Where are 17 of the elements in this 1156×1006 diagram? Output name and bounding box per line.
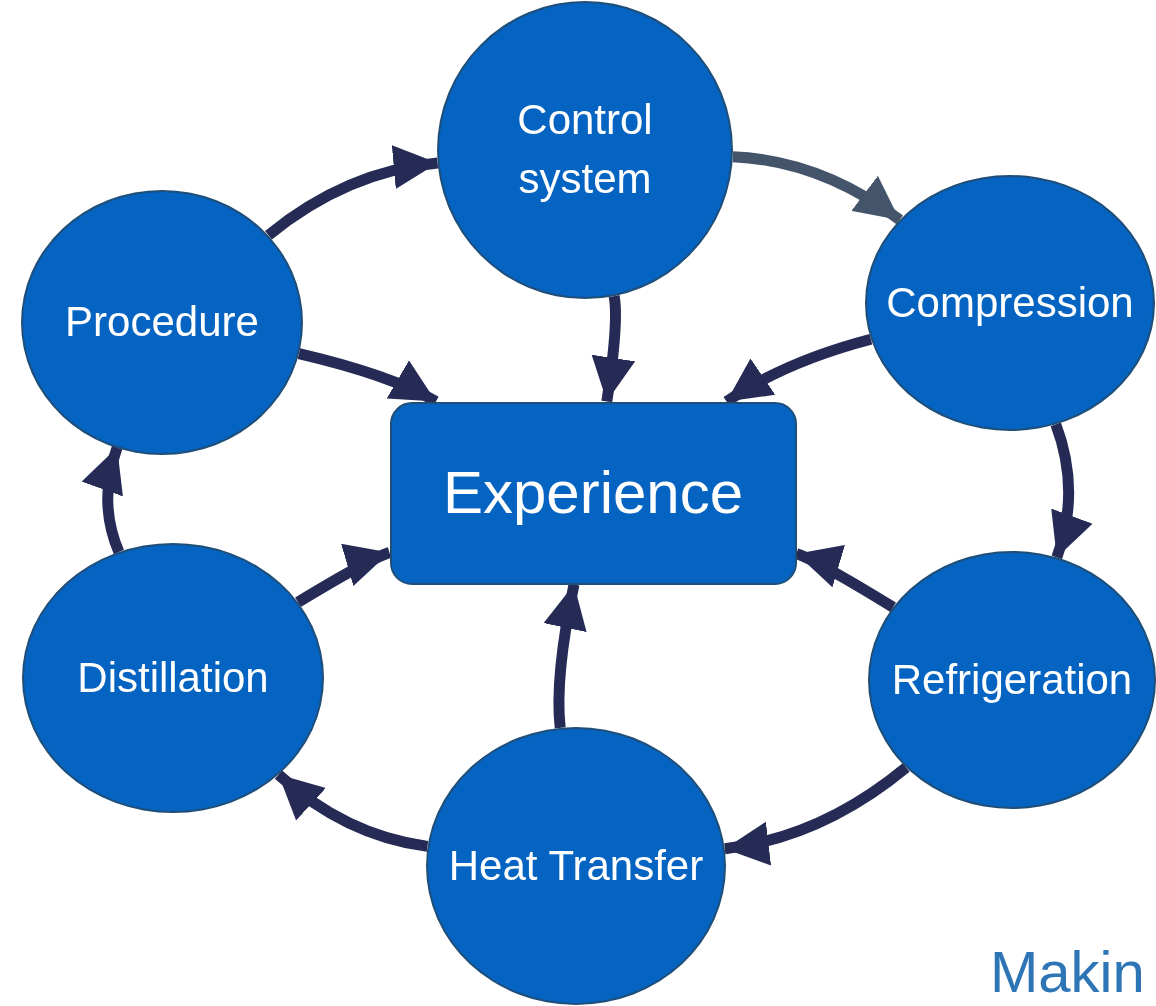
arrow: [265, 146, 439, 240]
arrow: [591, 295, 635, 403]
node-label: Distillation: [76, 652, 270, 703]
center-box: [389, 401, 797, 585]
node-label: Refrigeration: [890, 654, 1134, 705]
arrow: [543, 583, 587, 729]
arrow: [274, 770, 429, 852]
node-label: Control system: [516, 95, 654, 204]
node-label: Heat Transfer: [447, 840, 705, 891]
arrow: [1049, 422, 1092, 560]
node-label: Experience: [441, 458, 745, 528]
node-label: Procedure: [64, 296, 260, 347]
arrow: [724, 763, 910, 865]
heading-text: Makin: [990, 938, 1145, 1005]
node-label: Compression: [885, 277, 1135, 328]
arrow: [82, 445, 125, 554]
arrow: [732, 151, 903, 225]
